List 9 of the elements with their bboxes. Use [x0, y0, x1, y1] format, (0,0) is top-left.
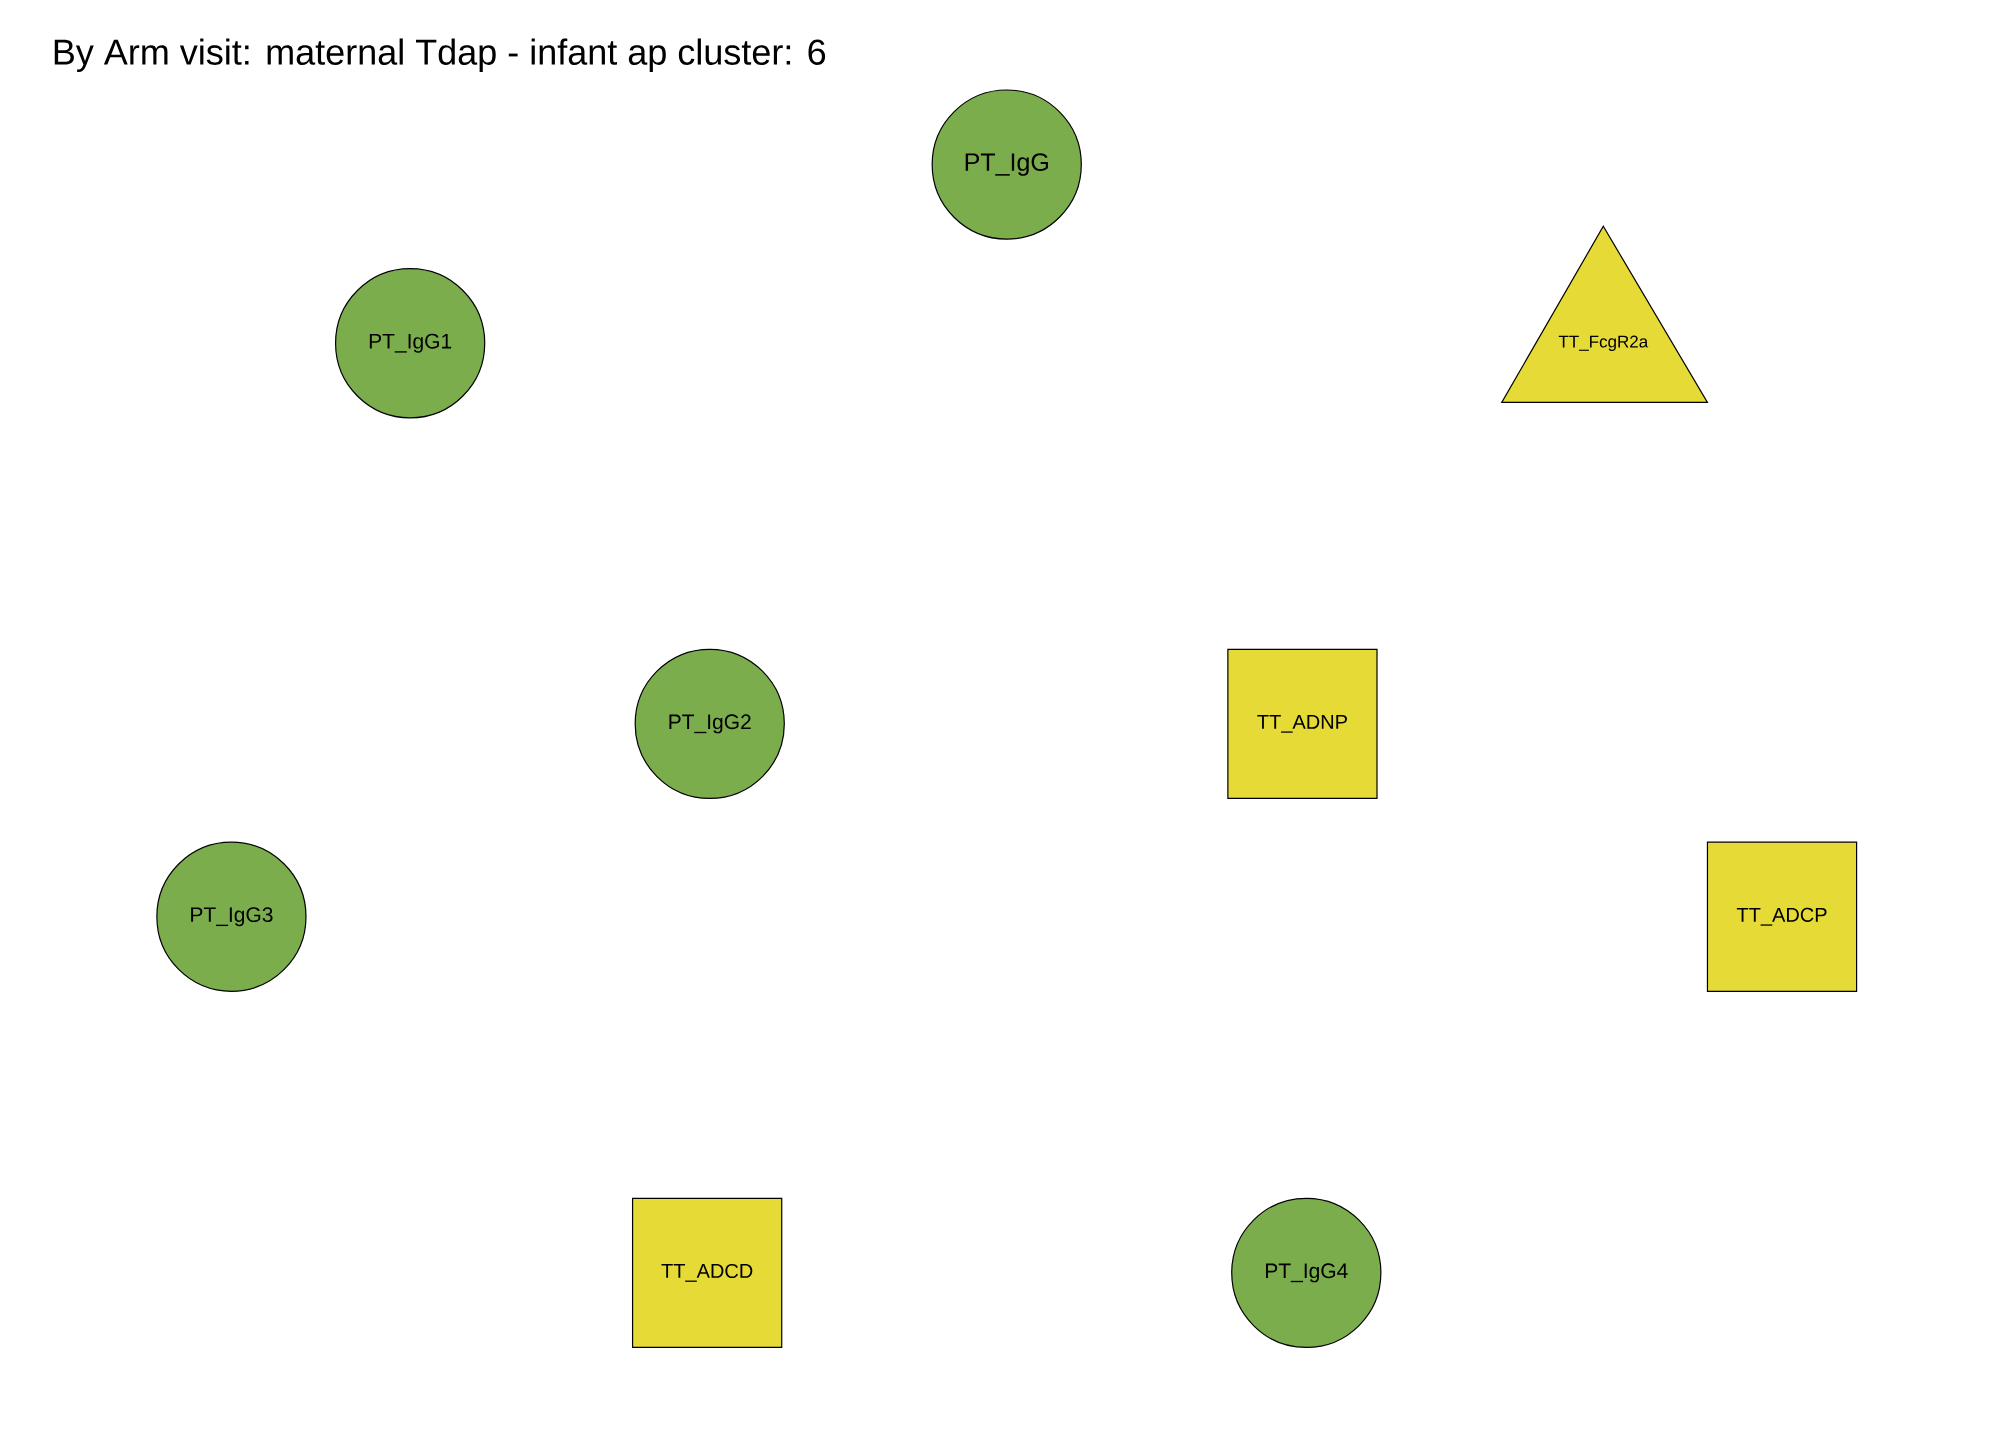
title: By Arm visit: maternal Tdap - infant ap cluster: 6 [54, 38, 826, 73]
circle-node: PT_IgG3 [156, 841, 307, 992]
circle-node: PT_IgG4 [1231, 1197, 1382, 1349]
square-node: TT_ADCD [632, 1197, 783, 1349]
circle-node: PT_IgG2 [634, 648, 785, 799]
square-node: TT_ADCP [1706, 841, 1858, 992]
circle-node: PT_IgG1 [334, 268, 486, 419]
circle-node: PT_IgG [931, 89, 1082, 240]
square-node: TT_ADNP [1227, 648, 1378, 799]
